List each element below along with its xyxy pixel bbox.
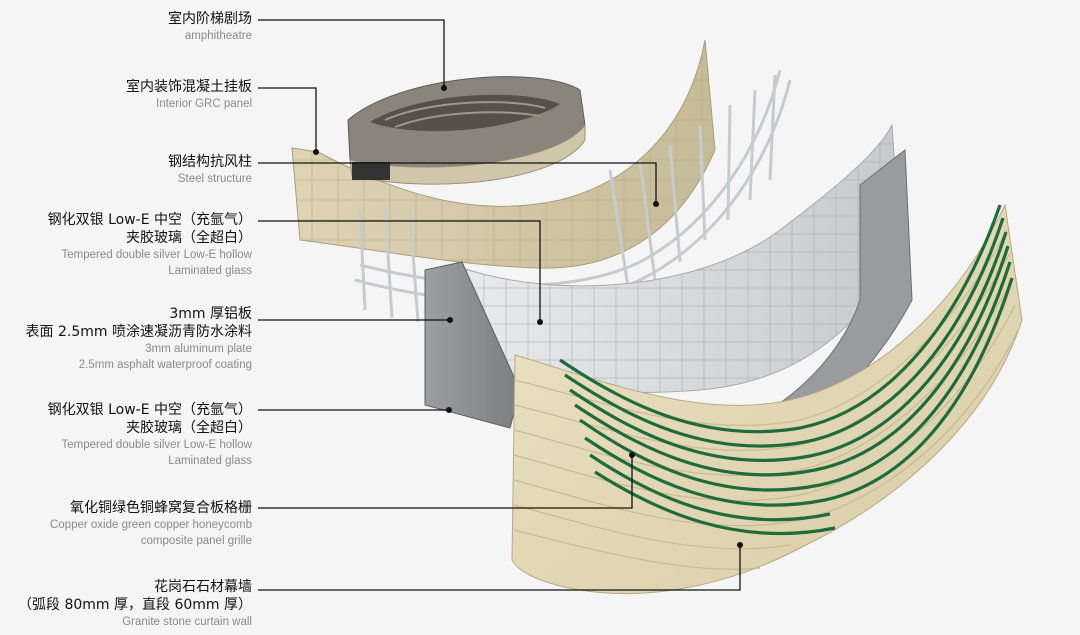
label-en: Laminated glass	[168, 455, 252, 467]
label-cn: 花岗石石材幕墙	[154, 579, 252, 595]
label-cn: 氧化铜绿色铜蜂窝复合板格栅	[70, 500, 252, 516]
label-en: amphitheatre	[184, 30, 252, 42]
amphitheatre-model	[347, 76, 586, 185]
leader-line-grc-panel	[258, 87, 317, 152]
label-en: Laminated glass	[168, 265, 252, 277]
leader-dots	[313, 85, 743, 548]
label-en: 2.5mm asphalt waterproof coating	[78, 359, 252, 371]
label-amphitheatre: 室内阶梯剧场 amphitheatre	[168, 10, 252, 44]
label-glass-2: 钢化双银 Low-E 中空（充氩气） 夹胶玻璃（全超白） Tempered do…	[48, 401, 252, 469]
label-cn: 夹胶玻璃（全超白）	[126, 420, 252, 436]
label-cn: 表面 2.5mm 喷涂速凝沥青防水涂料	[25, 324, 252, 340]
label-cn: 钢化双银 Low-E 中空（充氩气）	[47, 402, 252, 418]
leader-lines	[258, 19, 741, 591]
label-en: 3mm aluminum plate	[145, 343, 252, 355]
label-cn: 钢结构抗风柱	[168, 154, 252, 170]
label-copper-grille: 氧化铜绿色铜蜂窝复合板格栅 Copper oxide green copper …	[50, 499, 252, 549]
label-en: Copper oxide green copper honeycomb	[49, 519, 252, 531]
label-en: composite panel grille	[140, 535, 252, 547]
label-glass-1: 钢化双银 Low-E 中空（充氩气） 夹胶玻璃（全超白） Tempered do…	[48, 211, 252, 279]
leader-line-steel-structure	[258, 162, 657, 204]
label-cn: （弧段 80mm 厚，直段 60mm 厚）	[18, 597, 252, 613]
label-en: Interior GRC panel	[156, 98, 252, 110]
label-cn: 夹胶玻璃（全超白）	[126, 230, 252, 246]
label-cn: 室内装饰混凝土挂板	[126, 79, 252, 95]
label-grc-panel: 室内装饰混凝土挂板 Interior GRC panel	[126, 78, 252, 112]
leader-line-granite	[258, 545, 741, 591]
label-cn: 室内阶梯剧场	[168, 11, 252, 27]
leader-line-copper-grille	[258, 455, 633, 509]
leader-line-amphitheatre	[258, 19, 445, 88]
label-en: Steel structure	[177, 173, 252, 185]
label-en: Granite stone curtain wall	[122, 616, 252, 628]
leader-line-glass-1	[258, 220, 541, 322]
label-en: Tempered double silver Low-E hollow	[61, 439, 253, 451]
label-granite: 花岗石石材幕墙 （弧段 80mm 厚，直段 60mm 厚） Granite st…	[18, 578, 252, 630]
label-aluminum: 3mm 厚铝板 表面 2.5mm 喷涂速凝沥青防水涂料 3mm aluminum…	[26, 305, 252, 373]
label-en: Tempered double silver Low-E hollow	[61, 249, 253, 261]
copper-green-grille	[559, 204, 1014, 536]
label-steel-structure: 钢结构抗风柱 Steel structure	[168, 153, 252, 187]
label-cn: 钢化双银 Low-E 中空（充氩气）	[47, 212, 252, 228]
label-cn: 3mm 厚铝板	[169, 306, 252, 322]
